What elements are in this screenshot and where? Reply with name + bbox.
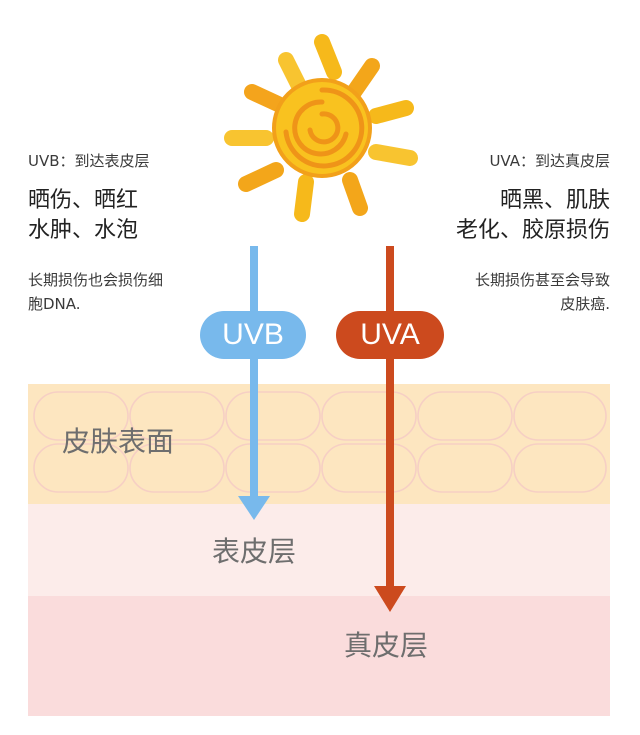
uvb-effects: 晒伤、晒红 水肿、水泡 <box>28 186 138 246</box>
epidermis-label: 表皮层 <box>212 535 297 568</box>
uvb-badge: UVB <box>200 311 306 359</box>
uvb-arrow <box>238 246 270 520</box>
uva-effect-line: 晒黑、肌肤 <box>499 188 610 213</box>
uva-note: 长期损伤甚至会导致 皮肤癌. <box>475 268 610 316</box>
uvb-reach-text: UVB：到达表皮层 <box>28 152 150 170</box>
dermis-layer <box>28 596 610 716</box>
uvb-note: 长期损伤也会损伤细 胞DNA. <box>28 268 163 316</box>
uva-effects: 晒黑、肌肤 老化、胶原损伤 <box>456 186 610 246</box>
uvb-note-line: 胞DNA. <box>28 295 81 313</box>
skin-surface-label: 皮肤表面 <box>62 425 175 458</box>
uvb-note-line: 长期损伤也会损伤细 <box>28 271 164 289</box>
dermis-label: 真皮层 <box>344 629 429 662</box>
uva-note-line: 长期损伤甚至会导致 <box>474 271 610 289</box>
epidermis-layer <box>28 504 610 596</box>
uvb-effect-line: 晒伤、晒红 <box>28 188 139 213</box>
uva-note-line: 皮肤癌. <box>560 295 610 313</box>
uva-arrow <box>374 246 406 612</box>
uva-effect-line: 老化、胶原损伤 <box>455 218 610 243</box>
uva-badge: UVA <box>336 311 444 359</box>
uva-reach-text: UVA：到达真皮层 <box>489 152 610 170</box>
uvb-effect-line: 水肿、水泡 <box>28 218 139 243</box>
